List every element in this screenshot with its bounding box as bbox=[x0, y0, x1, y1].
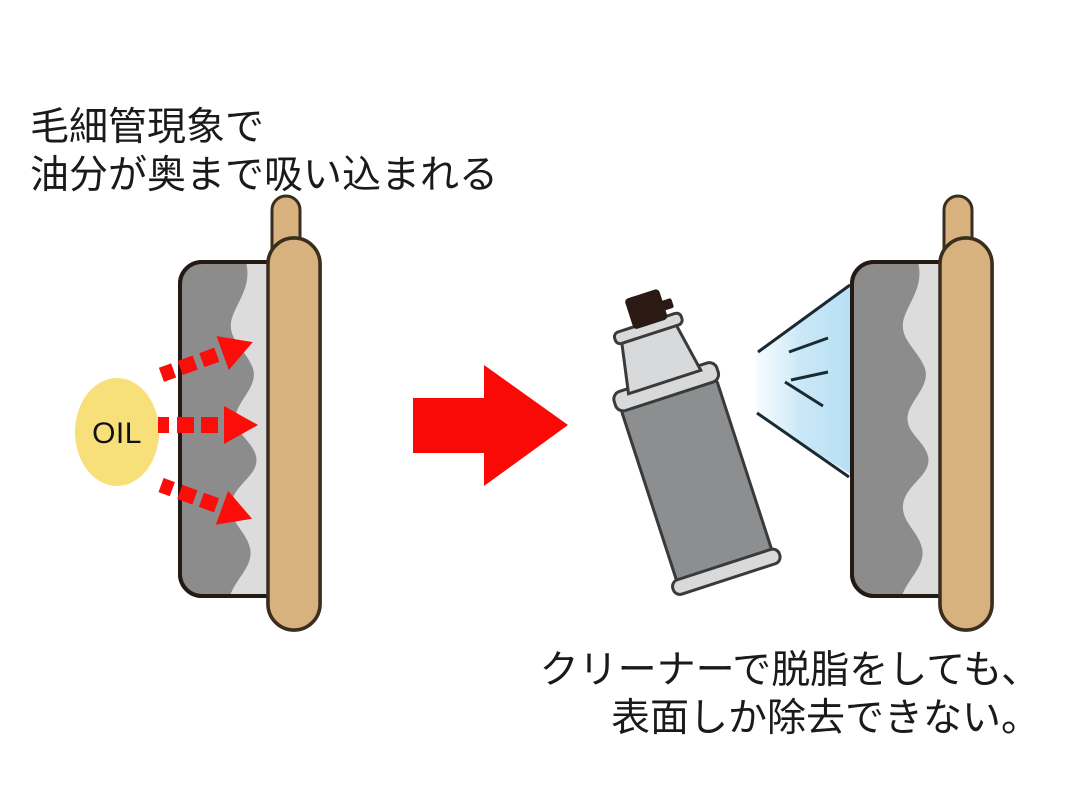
arrow-dash bbox=[177, 417, 194, 433]
oil-blob-shape bbox=[75, 378, 159, 486]
arrow-head bbox=[216, 336, 253, 370]
arrow-dash bbox=[201, 417, 218, 433]
spray-streak-3 bbox=[784, 380, 824, 408]
arrow-head bbox=[215, 490, 253, 525]
spray-mist-cone bbox=[756, 283, 852, 479]
spray-edge-line-bottom bbox=[756, 411, 850, 479]
bottom-caption-line-2: 表面しか除去できない。 bbox=[611, 696, 1040, 741]
bar-body-right-front bbox=[938, 236, 994, 632]
bottom-caption-line-1: クリーナーで脱脂をしても、 bbox=[540, 648, 1040, 693]
oil-source-blob: OIL bbox=[75, 378, 159, 486]
can-nozzle-tip bbox=[656, 298, 674, 312]
spray-streak-1 bbox=[788, 336, 829, 354]
capillary-arrow-middle bbox=[158, 406, 258, 444]
tan-roller-bar-right-overlay bbox=[938, 236, 994, 632]
top-caption-line-2: 油分が奥まで吸い込まれる bbox=[30, 153, 498, 198]
capillary-arrow-lower bbox=[158, 478, 253, 525]
arrow-dash bbox=[158, 417, 169, 433]
arrow-dash bbox=[158, 363, 177, 382]
left-scene: OIL bbox=[75, 194, 322, 632]
oil-wave-shape-right bbox=[852, 262, 929, 596]
spray-edge-line-top bbox=[757, 283, 851, 354]
arrow-dash bbox=[158, 478, 175, 497]
remaining-oil-layer-right bbox=[852, 262, 929, 596]
arrow-head bbox=[224, 406, 258, 444]
oil-label: OIL bbox=[92, 417, 142, 450]
arrow-dash bbox=[199, 347, 220, 368]
tan-roller-bar-left-overlay bbox=[266, 236, 322, 632]
arrow-dash bbox=[198, 492, 220, 513]
capillary-arrow-upper bbox=[158, 336, 253, 382]
spray-streak-2 bbox=[790, 370, 829, 382]
right-scene bbox=[612, 194, 994, 632]
bottom-caption: クリーナーで脱脂をしても、 表面しか除去できない。 bbox=[540, 648, 1040, 741]
can-bottom-rim bbox=[671, 547, 782, 596]
arrow-dash bbox=[177, 355, 198, 376]
top-caption-line-1: 毛細管現象で bbox=[30, 105, 264, 150]
process-arrow-shape bbox=[413, 365, 568, 486]
bar-body-left-front bbox=[266, 236, 322, 632]
spray-cone-fill bbox=[756, 283, 852, 475]
process-arrow bbox=[413, 365, 568, 486]
arrow-dash bbox=[177, 484, 198, 505]
top-caption: 毛細管現象で 油分が奥まで吸い込まれる bbox=[30, 105, 498, 198]
aerosol-cleaner-can bbox=[612, 289, 782, 596]
